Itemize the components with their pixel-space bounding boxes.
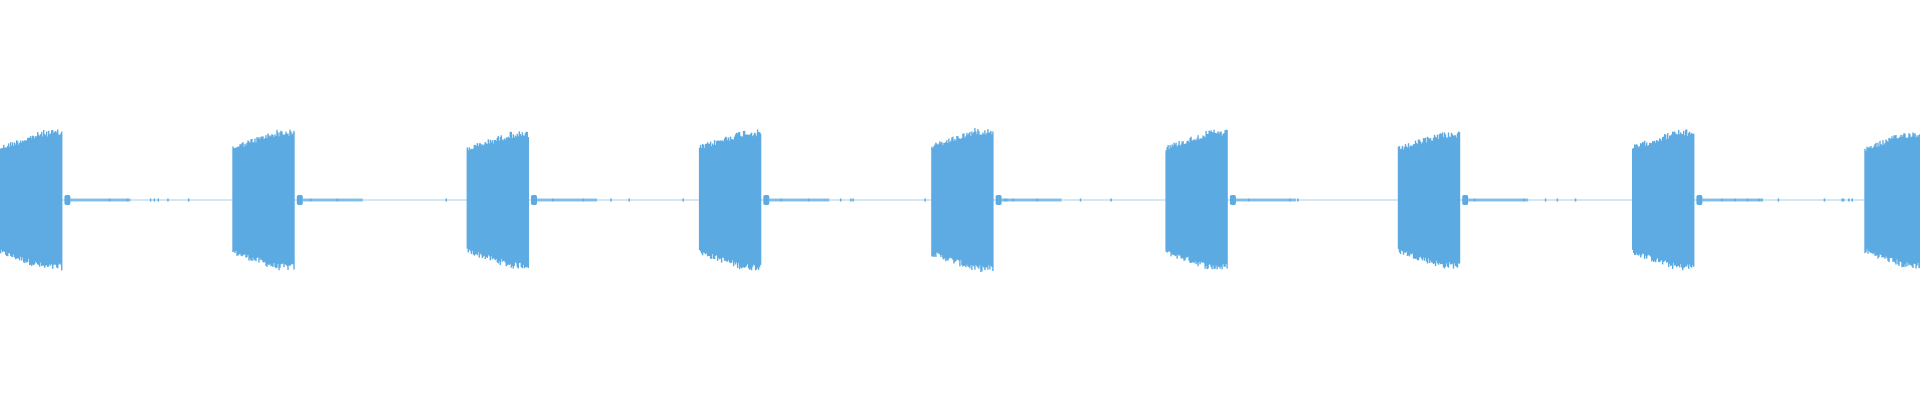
silence-noise	[807, 198, 810, 202]
silence-noise	[1036, 198, 1039, 202]
silence-noise	[445, 198, 447, 202]
silence-noise	[485, 198, 487, 202]
silence-noise	[55, 198, 58, 202]
silence-noise	[780, 198, 782, 202]
silence-noise	[1200, 198, 1202, 202]
silence-noise	[708, 198, 710, 202]
silence-noise	[1523, 198, 1525, 202]
silence-noise	[924, 198, 926, 202]
silence-noise	[1823, 198, 1826, 202]
silence-noise	[1841, 198, 1843, 202]
silence-noise	[15, 198, 17, 202]
silence-noise	[187, 198, 190, 202]
silence-noise	[40, 198, 42, 202]
silence-noise	[610, 198, 612, 202]
burst-8	[1632, 129, 1763, 271]
silence-noise	[1005, 198, 1008, 202]
silence-noise	[1848, 198, 1850, 202]
silence-noise	[274, 198, 276, 202]
silence-noise	[1851, 198, 1853, 202]
silence-noise	[244, 198, 247, 202]
silence-noise	[628, 198, 630, 202]
silence-noise	[1176, 198, 1178, 202]
silence-noise	[153, 198, 156, 202]
burst-7	[1397, 131, 1529, 269]
burst-9	[1864, 132, 1920, 269]
silence-noise	[1746, 198, 1749, 202]
silence-noise	[336, 198, 339, 202]
silence-noise	[1777, 198, 1780, 202]
silence-noise	[1544, 198, 1547, 202]
burst-5	[931, 128, 1062, 273]
silence-noise	[1289, 198, 1291, 202]
burst-3	[466, 131, 597, 269]
silence-noise	[1758, 198, 1760, 202]
silence-noise	[766, 198, 768, 202]
silence-noise	[852, 198, 854, 202]
silence-noise	[1734, 198, 1736, 202]
silence-noise	[157, 198, 159, 202]
silence-noise	[1721, 198, 1723, 202]
silence-noise	[1110, 198, 1112, 202]
silence-noise	[149, 198, 152, 202]
silence-noise	[1761, 198, 1763, 202]
silence-noise	[126, 198, 129, 202]
silence-noise	[310, 198, 312, 202]
silence-noise	[1842, 198, 1845, 202]
silence-noise	[167, 198, 169, 202]
silence-noise	[839, 198, 842, 202]
silence-noise	[1473, 198, 1476, 202]
burst-1	[0, 129, 131, 271]
silence-noise	[1247, 198, 1250, 202]
silence-noise	[582, 198, 585, 202]
burst-6	[1165, 129, 1296, 270]
silence-noise	[531, 198, 533, 202]
silence-noise	[108, 198, 111, 202]
silence-noise	[1079, 198, 1082, 202]
silence-noise	[682, 198, 684, 202]
waveform-bars	[0, 128, 1920, 273]
silence-noise	[1012, 198, 1014, 202]
silence-noise	[850, 198, 852, 202]
silence-noise	[552, 198, 554, 202]
silence-noise	[1574, 198, 1577, 202]
burst-4	[698, 129, 830, 271]
silence-noise	[1432, 198, 1435, 202]
burst-2	[232, 129, 363, 271]
silence-noise	[232, 198, 235, 202]
silence-noise	[1556, 198, 1559, 202]
silence-noise	[1662, 198, 1664, 202]
silence-noise	[1297, 198, 1299, 202]
silence-noise	[1003, 198, 1006, 202]
